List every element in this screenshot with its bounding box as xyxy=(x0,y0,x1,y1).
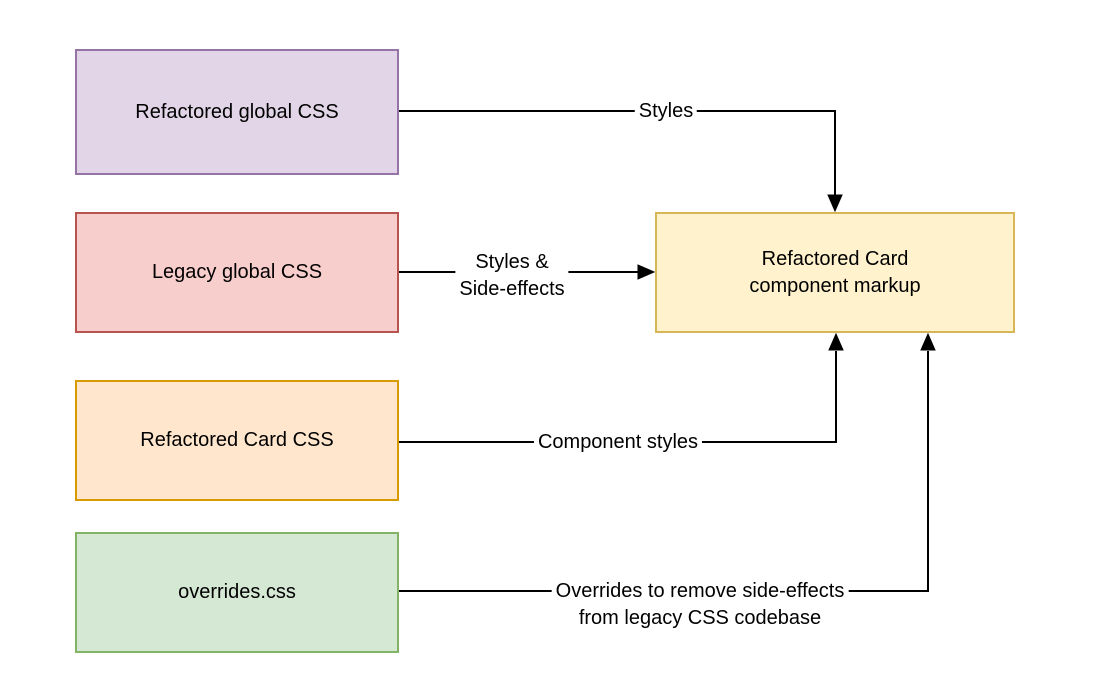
edge-label-overrides-line1: Overrides to remove side-effects xyxy=(555,580,845,602)
edge-styles-arrowhead-down xyxy=(827,194,843,213)
edge-label-styles: Styles xyxy=(634,98,698,125)
node-refactored-card-markup-label: Refactored Card component markup xyxy=(749,247,921,297)
edge-label-styles-side-effects-line2: Side-effects xyxy=(459,278,565,300)
node-refactored-card-css-label: Refactored Card CSS xyxy=(140,429,334,451)
node-refactored-card-css: Refactored Card CSS xyxy=(75,380,399,501)
edge-overrides-arrowhead-up xyxy=(920,332,936,351)
node-legacy-global-css: Legacy global CSS xyxy=(75,212,399,333)
node-refactored-global-css: Refactored global CSS xyxy=(75,49,399,175)
node-overrides-css: overrides.css xyxy=(75,532,399,653)
node-refactored-global-css-label: Refactored global CSS xyxy=(135,100,339,123)
edge-label-component-styles-line1: Component styles xyxy=(537,431,699,453)
edge-label-overrides: Overrides to remove side-effects from le… xyxy=(551,578,849,632)
edge-overrides-line xyxy=(399,351,929,592)
edge-label-component-styles: Component styles xyxy=(533,429,703,456)
edge-label-styles-side-effects-line1: Styles & xyxy=(475,251,549,273)
node-legacy-global-css-label: Legacy global CSS xyxy=(151,261,323,283)
edge-styles-line xyxy=(399,110,836,196)
edge-styles-side-effects-arrowhead-right xyxy=(637,264,656,280)
edge-component-styles-arrowhead-up xyxy=(828,332,844,351)
node-overrides-css-label: overrides.css xyxy=(178,581,296,603)
node-refactored-card-markup: Refactored Card component markup xyxy=(655,212,1015,333)
edge-label-overrides-line2: from legacy CSS codebase xyxy=(578,607,822,629)
edge-label-styles-line1: Styles xyxy=(638,100,694,122)
edge-label-styles-side-effects: Styles & Side-effects xyxy=(455,249,569,303)
